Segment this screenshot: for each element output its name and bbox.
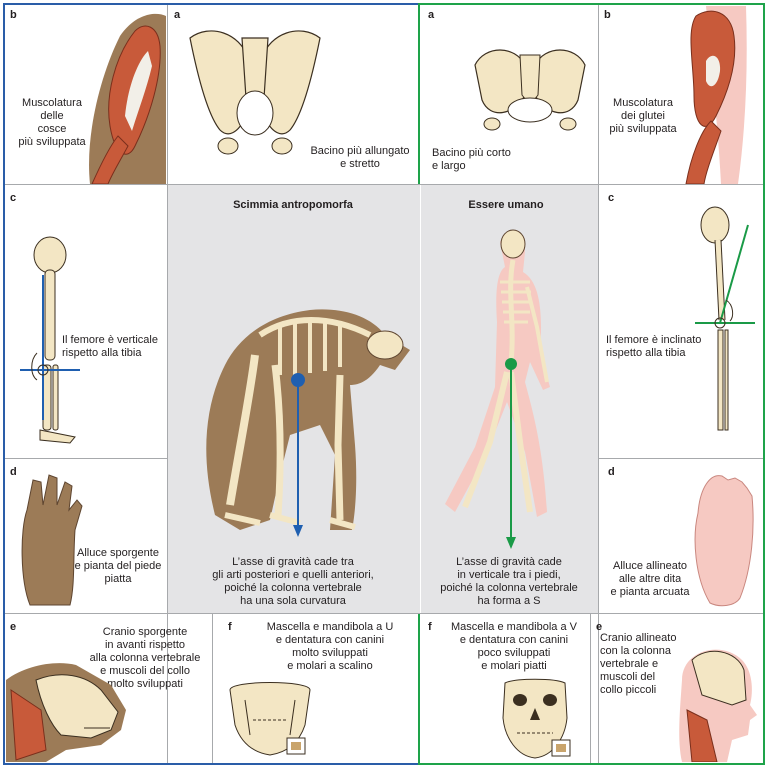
human-pelvis-caption: Bacino più corto e largo bbox=[432, 147, 511, 172]
ape-skull-tag: e bbox=[10, 621, 17, 633]
ape-thigh-muscle-illustration bbox=[89, 13, 166, 184]
human-glutes-muscle-illustration bbox=[685, 6, 747, 184]
human-foot-illustration bbox=[694, 475, 754, 607]
grid-line-v3 bbox=[212, 614, 213, 763]
ape-skull-caption: Cranio sporgente in avanti rispetto alla… bbox=[89, 626, 201, 690]
grid-line-h4 bbox=[5, 613, 763, 614]
human-skull-caption: Cranio allineato con la colonna vertebra… bbox=[600, 632, 677, 696]
human-femur-caption: Il femore è inclinato rispetto alla tibi… bbox=[606, 334, 702, 359]
ape-jaw-tag: f bbox=[228, 621, 232, 633]
ape-pelvis-tag: a bbox=[174, 9, 181, 21]
ape-femur-tag: c bbox=[10, 192, 17, 204]
human-skull-tag: e bbox=[596, 621, 603, 633]
grid-line-h1 bbox=[5, 184, 763, 185]
ape-gravity-caption: L’asse di gravità cade tra gli arti post… bbox=[212, 556, 374, 607]
ape-jaw-caption: Mascella e mandibola a U e dentatura con… bbox=[266, 621, 394, 672]
grid-line-v4 bbox=[590, 614, 591, 763]
human-foot-tag: d bbox=[608, 466, 615, 478]
ape-femur-caption: Il femore è verticale rispetto alla tibi… bbox=[62, 334, 158, 359]
ape-thigh-tag: b bbox=[10, 9, 17, 21]
human-pelvis-illustration bbox=[474, 49, 586, 131]
grid-line-v1 bbox=[167, 5, 168, 763]
human-skull-neck-illustration bbox=[679, 649, 757, 762]
ape-foot-illustration bbox=[21, 474, 83, 606]
ape-thigh-caption: Muscolatura delle cosce più sviluppata bbox=[18, 97, 86, 148]
human-gravity-caption: L’asse di gravità cade in verticale tra … bbox=[440, 556, 578, 607]
center-divider bbox=[420, 185, 421, 613]
ape-frame bbox=[3, 3, 420, 765]
human-jaw-caption: Mascella e mandibola a V e dentatura con… bbox=[451, 621, 577, 672]
grid-line-h2 bbox=[5, 458, 167, 459]
human-femur-tag: c bbox=[608, 192, 615, 204]
ape-foot-caption: Alluce sporgente e pianta del piede piat… bbox=[74, 547, 162, 585]
human-glutes-tag: b bbox=[604, 9, 611, 21]
human-leg-skeleton-illustration bbox=[695, 206, 755, 431]
ape-skull-neck-illustration bbox=[6, 663, 126, 762]
human-full-skeleton-illustration bbox=[445, 229, 550, 549]
ape-pelvis-caption: Bacino più allungato e stretto bbox=[310, 145, 410, 170]
human-jaw-illustration bbox=[502, 678, 571, 759]
human-glutes-caption: Muscolatura dei glutei più sviluppata bbox=[609, 97, 677, 135]
ape-foot-tag: d bbox=[10, 466, 17, 478]
human-jaw-tag: f bbox=[428, 621, 432, 633]
human-pelvis-tag: a bbox=[428, 9, 435, 21]
ape-leg-skeleton-illustration bbox=[20, 236, 80, 444]
human-foot-caption: Alluce allineato alle altre dita e piant… bbox=[610, 560, 690, 598]
grid-line-v2 bbox=[598, 5, 599, 763]
grid-line-h3 bbox=[598, 458, 763, 459]
ape-title: Scimmia antropomorfa bbox=[233, 199, 353, 211]
ape-full-skeleton-illustration bbox=[206, 309, 410, 537]
human-title: Essere umano bbox=[468, 199, 544, 211]
ape-jaw-illustration bbox=[229, 682, 311, 756]
ape-pelvis-illustration bbox=[189, 30, 321, 155]
